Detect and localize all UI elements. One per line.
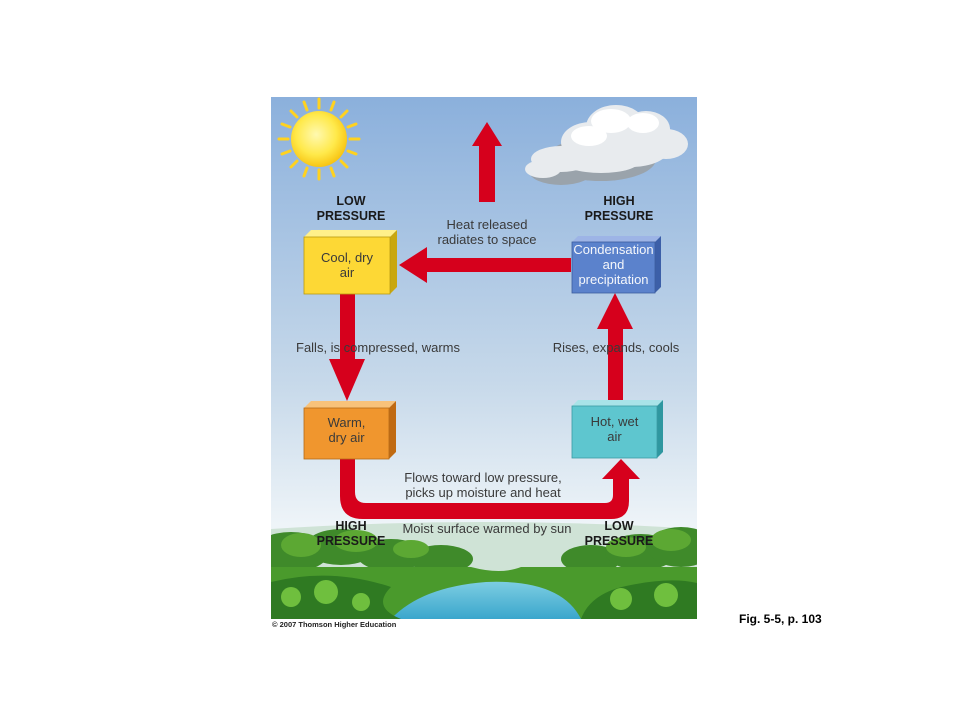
figure-caption: Fig. 5-5, p. 103: [739, 612, 822, 626]
label-moist-surface: Moist surface warmed by sun: [402, 521, 572, 536]
cloud-icon: [525, 105, 688, 185]
copyright-notice: © 2007 Thomson Higher Education: [272, 620, 397, 629]
box-condensation-label: Condensation and precipitation: [573, 242, 654, 287]
arrow-left-top: [399, 247, 571, 283]
label-rises-expands: Rises, expands, cools: [552, 340, 680, 355]
arrow-down-left: [329, 293, 365, 401]
label-heat-released: Heat released radiates to space: [437, 217, 537, 247]
figure-artwork: [271, 97, 697, 619]
arrow-bottom-loop: [340, 459, 640, 519]
pressure-label-bottom-right: LOW PRESSURE: [584, 519, 654, 548]
landscape: [271, 522, 697, 619]
box-hot-wet-air: [571, 400, 663, 459]
box-warm-dry-air-label: Warm, dry air: [327, 415, 366, 445]
box-hot-wet-air-label: Hot, wet air: [590, 414, 639, 444]
convection-cell-figure: LOW PRESSURE HIGH PRESSURE HIGH PRESSURE…: [271, 97, 697, 619]
box-condensation: [571, 236, 661, 294]
box-cool-dry-air: [303, 230, 397, 295]
sun-icon: [277, 97, 361, 181]
box-cool-dry-air-label: Cool, dry air: [320, 250, 374, 280]
label-falls-compressed: Falls, is compressed, warms: [296, 340, 460, 355]
box-warm-dry-air: [303, 401, 396, 460]
pressure-label-top-right: HIGH PRESSURE: [584, 194, 654, 223]
arrow-up-to-space: [472, 122, 502, 202]
label-flows-toward-low: Flows toward low pressure, picks up mois…: [404, 470, 562, 500]
arrow-up-right: [597, 293, 633, 400]
pressure-label-top-left: LOW PRESSURE: [316, 194, 386, 223]
circulation-arrows: [329, 122, 640, 519]
pressure-label-bottom-left: HIGH PRESSURE: [316, 519, 386, 548]
